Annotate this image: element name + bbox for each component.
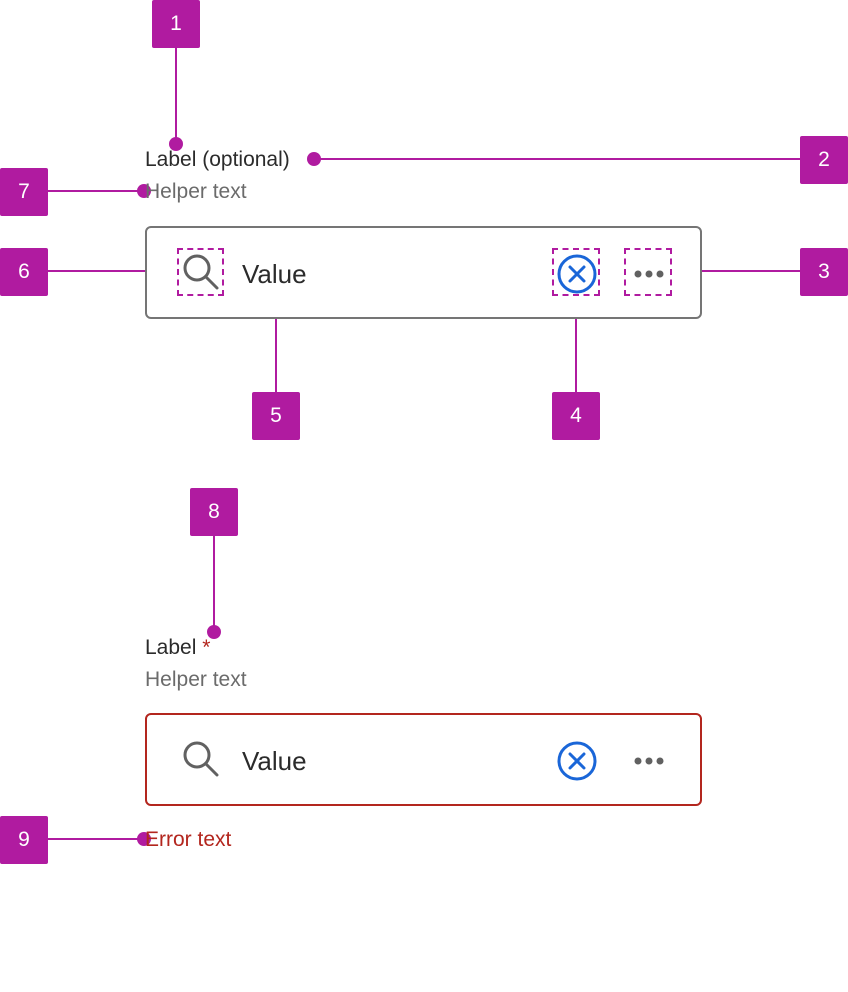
field-value[interactable]: Value <box>242 259 307 289</box>
error-text-field[interactable]: Value <box>145 713 702 806</box>
callout-badge-9: 9 <box>0 816 48 864</box>
more-options-icon[interactable] <box>625 739 671 783</box>
callout-dot-1 <box>169 137 183 151</box>
helper-text: Helper text <box>145 180 247 203</box>
callout-badge-8: 8 <box>190 488 238 536</box>
text-field[interactable]: Value <box>145 226 702 319</box>
callout-badge-1: 1 <box>152 0 200 48</box>
more-icon-highlight <box>624 248 672 296</box>
callout-badge-6: 6 <box>0 248 48 296</box>
field-label: Label (optional) <box>145 148 290 171</box>
clear-icon-highlight <box>552 248 600 296</box>
callout-badge-2: 2 <box>800 136 848 184</box>
callout-dot-7 <box>137 184 151 198</box>
error-text: Error text <box>145 828 232 851</box>
required-field-label: Label * <box>145 637 210 658</box>
search-icon <box>181 252 221 292</box>
callout-badge-4: 4 <box>552 392 600 440</box>
helper-text: Helper text <box>145 668 247 691</box>
search-icon <box>181 739 221 779</box>
field-label: Label <box>145 636 197 659</box>
clear-icon[interactable] <box>555 252 599 296</box>
callout-dot-9 <box>137 832 151 846</box>
search-icon-highlight <box>177 248 224 296</box>
more-options-icon[interactable] <box>625 252 671 296</box>
callout-badge-7: 7 <box>0 168 48 216</box>
callout-dot-2 <box>307 152 321 166</box>
callout-badge-5: 5 <box>252 392 300 440</box>
callout-dot-8 <box>207 625 221 639</box>
clear-icon[interactable] <box>555 739 599 783</box>
callout-badge-3: 3 <box>800 248 848 296</box>
required-asterisk: * <box>202 636 211 659</box>
field-value[interactable]: Value <box>242 746 307 776</box>
